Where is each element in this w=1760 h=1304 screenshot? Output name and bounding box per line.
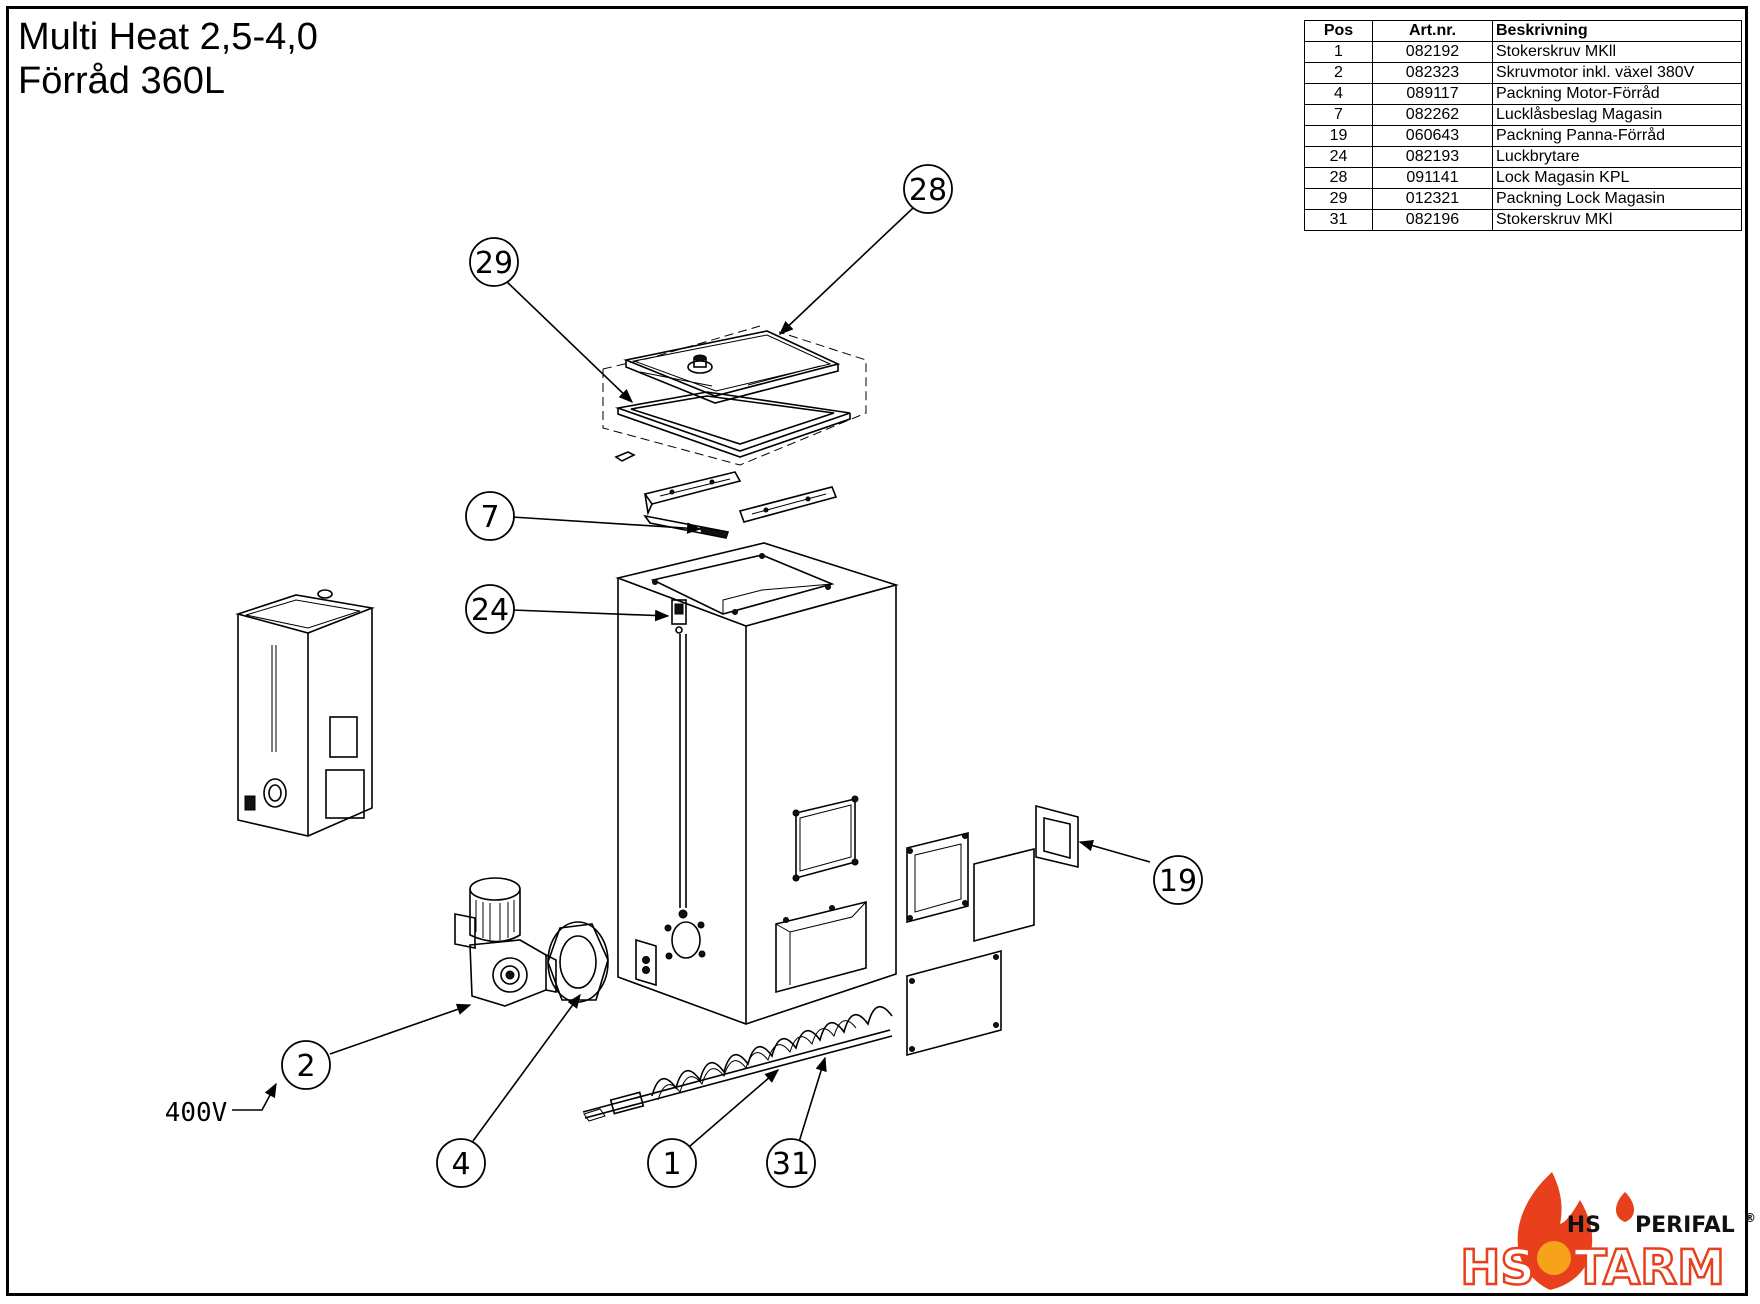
logo-registered: ® — [1744, 1211, 1756, 1225]
flange-plate — [906, 831, 969, 924]
drawing-title: Multi Heat 2,5-4,0 — [18, 16, 318, 58]
lid-clip — [614, 451, 636, 462]
flame-icon — [1517, 1172, 1593, 1290]
callout-19-label: 19 — [1159, 864, 1197, 899]
cover-plate — [906, 949, 1002, 1057]
cell-description: Lock Magasin KPL — [1492, 167, 1742, 189]
callout-1: 1 — [647, 1138, 697, 1188]
screw-flights — [651, 1006, 893, 1097]
callout-29-label: 29 — [475, 246, 513, 281]
motor-gasket — [547, 921, 609, 1003]
cell-description: Stokerskruv MKl — [1492, 209, 1742, 231]
lid-group-outline — [602, 331, 867, 466]
callout-4: 4 — [436, 1138, 486, 1188]
lock-bracket-left — [643, 471, 742, 505]
cell-art-nr: 082192 — [1372, 41, 1493, 63]
screw-motor-gearbox — [454, 877, 557, 1007]
callout-24: 24 — [465, 584, 515, 634]
callout-1-label: 1 — [662, 1147, 681, 1182]
logo-small-hs: HS — [1567, 1213, 1601, 1238]
storage-hopper — [615, 542, 899, 1025]
level-indicator-tube — [679, 634, 687, 908]
drawing-frame — [6, 6, 1748, 1296]
callout-7-label: 7 — [480, 500, 499, 535]
screw-shaft — [582, 1029, 893, 1119]
callout-19: 19 — [1153, 855, 1203, 905]
motor-terminal-box — [454, 913, 476, 949]
callout-4-label: 4 — [451, 1147, 470, 1182]
flame-core-icon — [1537, 1241, 1571, 1275]
leader-lines — [232, 207, 1151, 1147]
callout-29: 29 — [469, 237, 519, 287]
drawing-subtitle: Förråd 360L — [18, 60, 226, 102]
logo-large-tarm: TARM — [1574, 1240, 1725, 1296]
boiler-gasket — [1035, 804, 1079, 869]
lid-handle-icon — [687, 354, 713, 374]
cell-pos: 29 — [1304, 188, 1373, 210]
side-gasket-plates — [906, 804, 1079, 1057]
lock-bracket-right — [738, 486, 838, 523]
cell-art-nr: 082193 — [1372, 146, 1493, 168]
cell-art-nr: 060643 — [1372, 125, 1493, 147]
callout-24-label: 24 — [471, 593, 509, 628]
cell-description: Packning Lock Magasin — [1492, 188, 1742, 210]
hopper-overview — [235, 589, 375, 837]
logo-large-hs: HS — [1460, 1240, 1535, 1296]
callout-28-label: 28 — [909, 173, 947, 208]
motor-connection-plate — [635, 921, 706, 987]
voltage-label: 400V — [165, 1098, 228, 1128]
header-pos: Pos — [1304, 20, 1373, 42]
cell-description: Skruvmotor inkl. växel 380V — [1492, 62, 1742, 84]
callout-2: 2 — [281, 1040, 331, 1090]
hs-tarm-logo: HS PERIFAL ® HS TARM — [1459, 1172, 1756, 1297]
gasket-plate — [973, 847, 1035, 943]
motor-housing — [469, 890, 521, 943]
hopper-outlet — [775, 900, 867, 994]
inspection-window — [795, 797, 856, 880]
lid-switch — [671, 599, 687, 634]
callout-2-label: 2 — [296, 1049, 315, 1084]
callout-28: 28 — [903, 164, 953, 214]
callout-31-label: 31 — [772, 1147, 810, 1182]
cell-art-nr: 091141 — [1372, 167, 1493, 189]
logo-small-perifal: PERIFAL — [1635, 1213, 1735, 1238]
stoker-screw — [582, 1006, 893, 1122]
callout-31: 31 — [766, 1138, 816, 1188]
cell-art-nr: 082196 — [1372, 209, 1493, 231]
callout-7: 7 — [465, 491, 515, 541]
lid-assembly — [602, 325, 867, 466]
cell-pos: 31 — [1304, 209, 1373, 231]
